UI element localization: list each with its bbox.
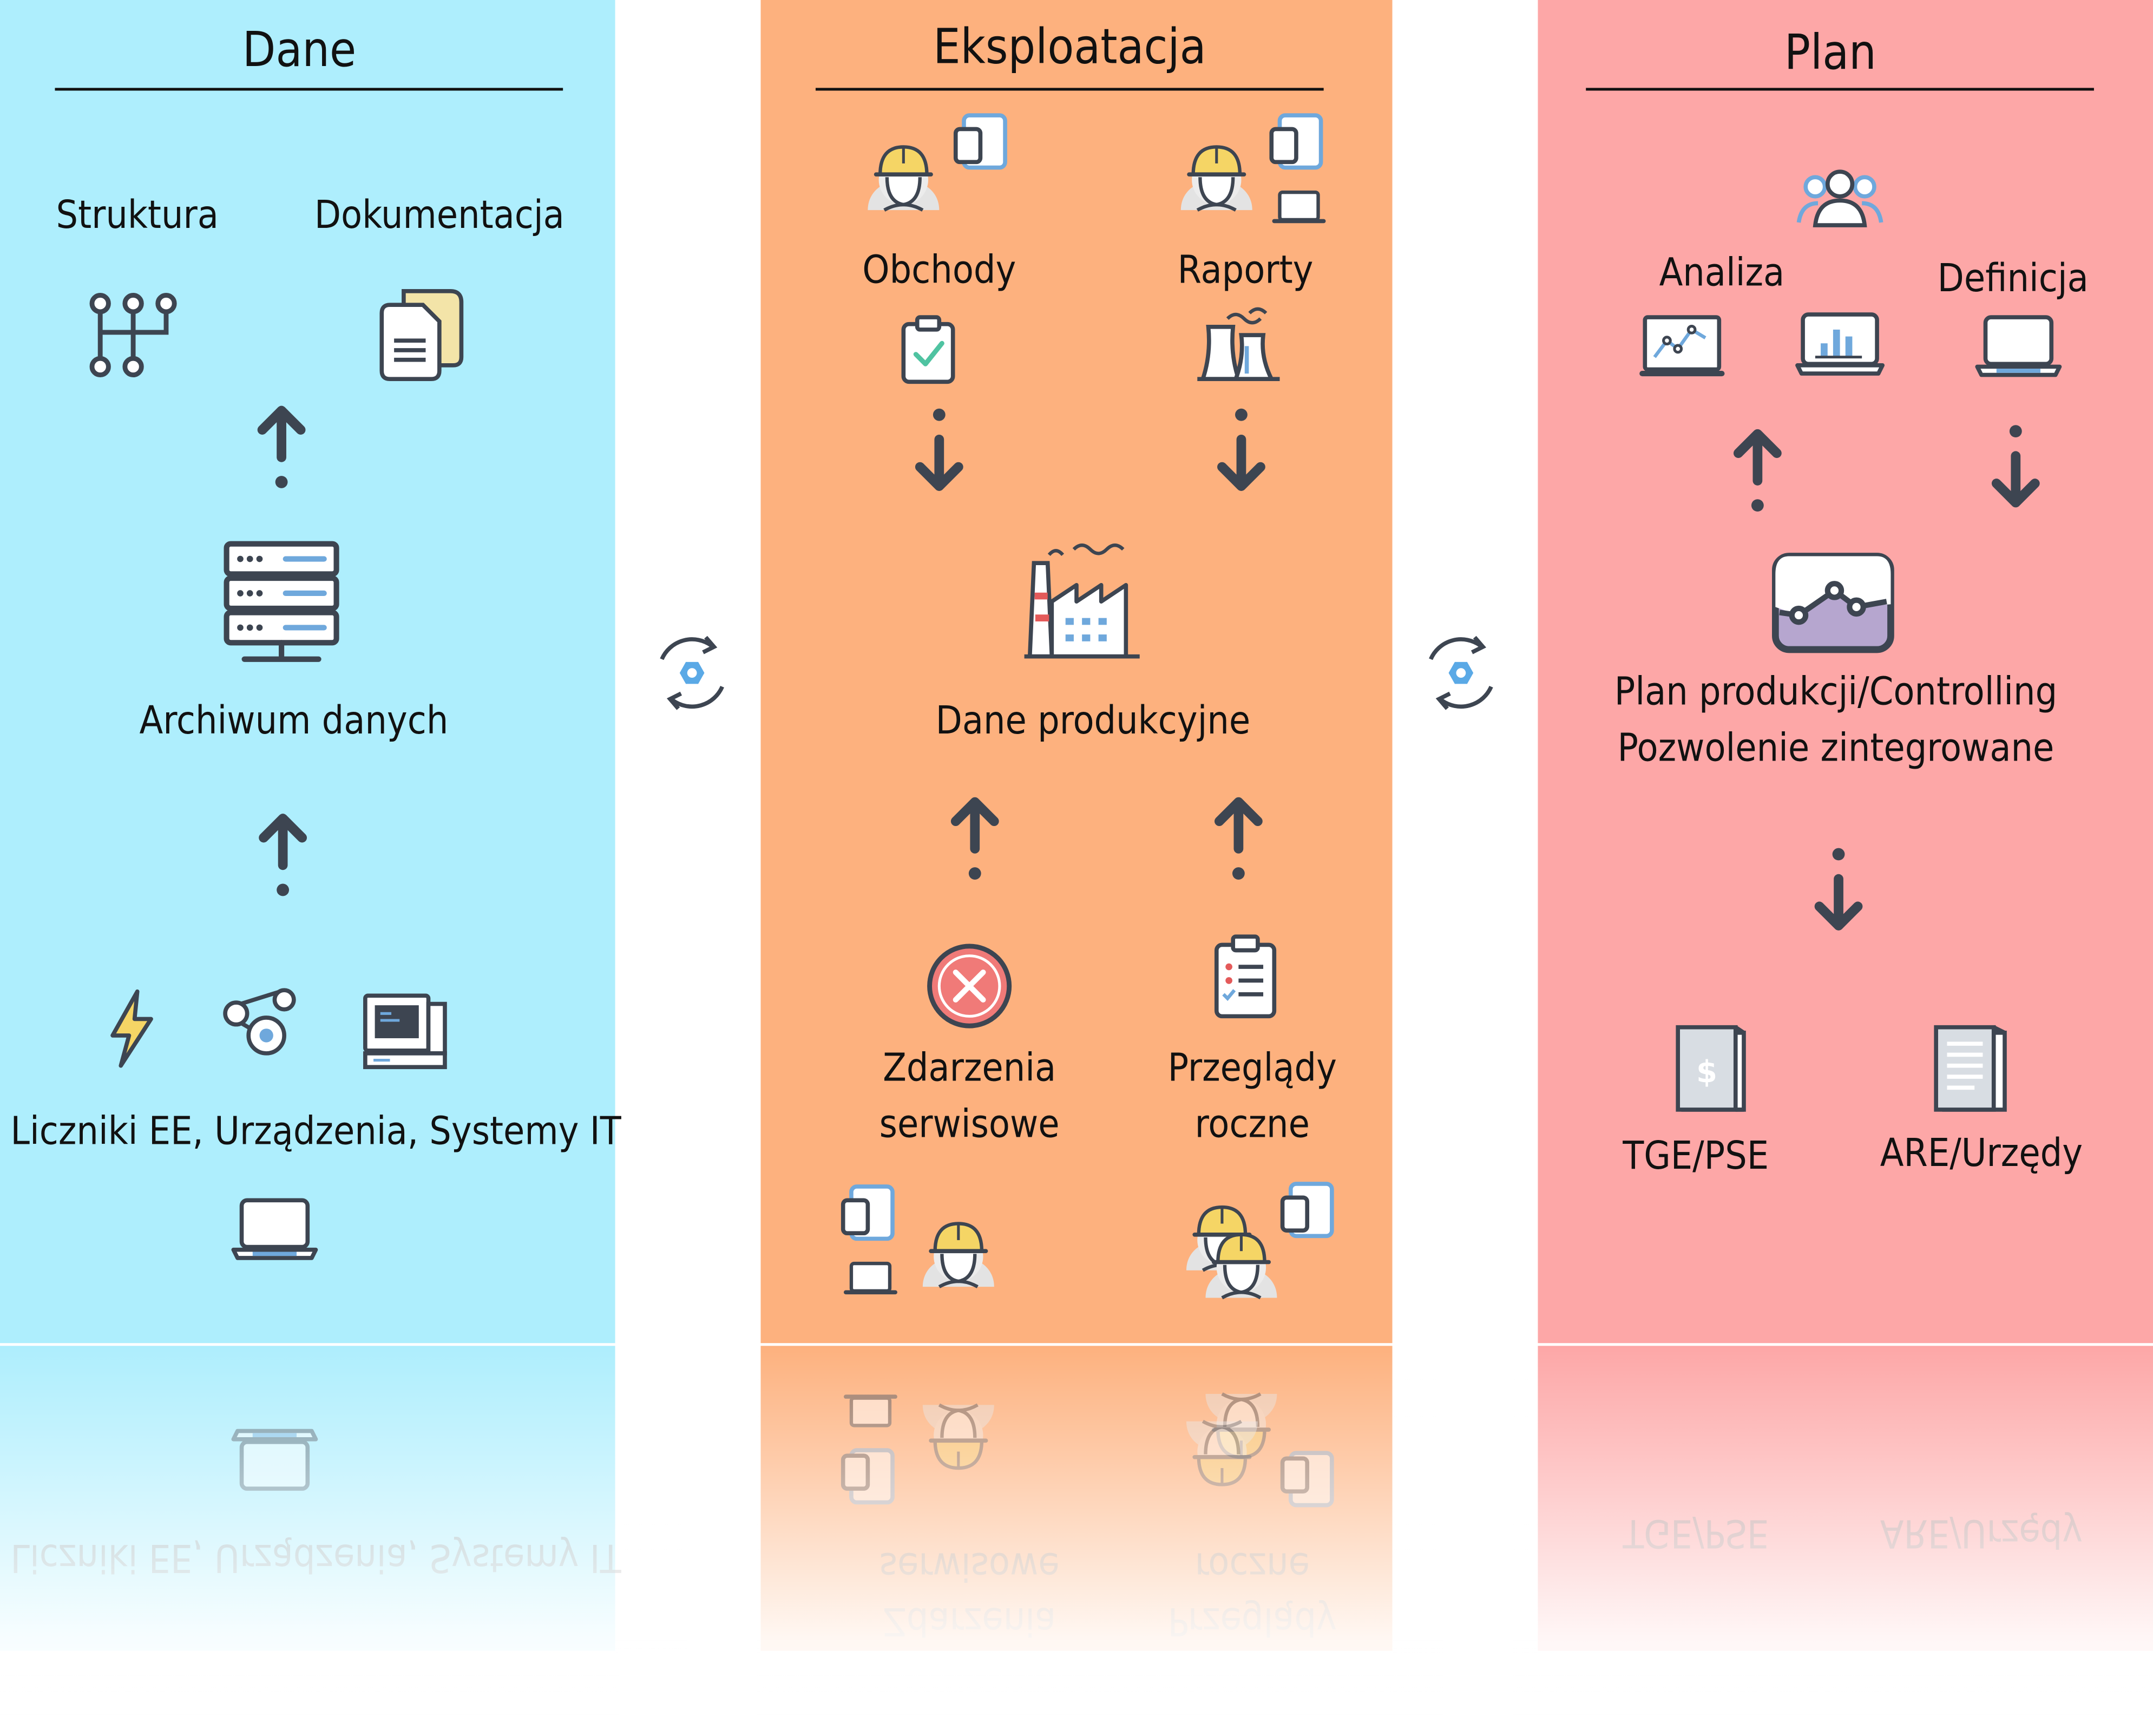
structure-label: Struktura bbox=[56, 192, 219, 238]
worker-helmet-icon bbox=[1203, 1225, 1279, 1310]
sources-label: Liczniki EE, Urządzenia, Systemy IT bbox=[10, 1108, 621, 1154]
sync-icon bbox=[1413, 625, 1509, 721]
eksploatacja-title: Eksploatacja bbox=[933, 21, 1206, 76]
tablet-icon bbox=[953, 113, 1008, 173]
dane-title-rule bbox=[55, 88, 563, 91]
invoice-icon: $ bbox=[1676, 1025, 1746, 1112]
tablet-icon bbox=[1279, 1447, 1334, 1508]
plan-title: Plan bbox=[1784, 26, 1876, 81]
sources-label-reflection: Liczniki EE, Urządzenia, Systemy IT bbox=[10, 1535, 621, 1581]
flow-arrow-icon bbox=[1988, 425, 2043, 513]
flow-arrow-icon bbox=[1811, 849, 1866, 936]
lightning-icon bbox=[110, 989, 153, 1068]
inspections-label: Przeglądy bbox=[1167, 1045, 1337, 1091]
service-label-reflection: Zdarzenia bbox=[883, 1599, 1056, 1644]
reports-label: Raporty bbox=[1177, 247, 1314, 293]
laptop-icon bbox=[843, 1258, 898, 1302]
worker-helmet-icon bbox=[920, 1393, 997, 1478]
chart-window-icon bbox=[1771, 553, 1894, 653]
service-label-reflection: serwisowe bbox=[879, 1543, 1060, 1589]
laptop-icon bbox=[231, 1423, 318, 1491]
tablet-icon bbox=[1279, 1181, 1334, 1242]
factory-icon bbox=[1024, 543, 1140, 659]
plan-label: Plan produkcji/Controlling bbox=[1614, 669, 2058, 715]
laptop-icon bbox=[231, 1197, 318, 1266]
line-chart-laptop-icon bbox=[1639, 315, 1725, 377]
tge-label-reflection: TGE/PSE bbox=[1623, 1510, 1769, 1556]
inspections-label-reflection: Przeglądy bbox=[1167, 1599, 1337, 1644]
sync-icon bbox=[644, 625, 740, 721]
plan-title-rule bbox=[1586, 88, 2094, 91]
flow-arrow-icon bbox=[1730, 429, 1785, 516]
laptop-icon bbox=[1974, 313, 2062, 384]
plan-label: Pozwolenie zintegrowane bbox=[1617, 725, 2054, 771]
production-label: Dane produkcyjne bbox=[935, 697, 1251, 743]
eksploatacja-title-rule bbox=[815, 88, 1324, 91]
service-label: serwisowe bbox=[879, 1101, 1060, 1147]
server-icon bbox=[224, 541, 339, 662]
rounds-label: Obchody bbox=[862, 247, 1016, 293]
dollar-glyph: $ bbox=[1696, 1054, 1717, 1090]
tablet-icon bbox=[1269, 113, 1323, 173]
computer-icon bbox=[363, 993, 447, 1070]
worker-helmet-icon bbox=[865, 137, 942, 222]
are-label-reflection: ARE/Urzędy bbox=[1880, 1510, 2083, 1556]
flow-arrow-icon bbox=[1214, 409, 1269, 497]
dane-column bbox=[0, 0, 615, 1344]
worker-helmet-icon bbox=[920, 1214, 997, 1299]
report-doc-icon bbox=[1934, 1025, 2007, 1112]
worker-helmet-icon bbox=[1184, 1409, 1261, 1494]
archive-label: Archiwum danych bbox=[139, 697, 449, 743]
inspections-label-reflection: roczne bbox=[1194, 1543, 1310, 1589]
checklist-icon bbox=[1214, 934, 1277, 1019]
laptop-icon bbox=[843, 1387, 898, 1431]
dane-title: Dane bbox=[242, 23, 357, 78]
are-label: ARE/Urzędy bbox=[1880, 1130, 2083, 1176]
documentation-label: Dokumentacja bbox=[314, 192, 564, 238]
flow-arrow-icon bbox=[1211, 796, 1266, 884]
inspections-label: roczne bbox=[1194, 1101, 1310, 1147]
laptop-icon bbox=[1271, 187, 1326, 231]
flow-arrow-icon bbox=[255, 813, 310, 901]
eksploatacja-column bbox=[760, 0, 1393, 1344]
flow-arrow-icon bbox=[948, 796, 1002, 884]
worker-helmet-icon bbox=[1178, 137, 1255, 222]
bar-chart-laptop-icon bbox=[1795, 312, 1885, 376]
service-label: Zdarzenia bbox=[883, 1045, 1056, 1091]
plan-reflection bbox=[1538, 1346, 2153, 1651]
definition-label: Definicja bbox=[1937, 255, 2089, 301]
flow-arrow-icon bbox=[912, 409, 967, 497]
belt-device-icon bbox=[223, 988, 296, 1056]
flow-arrow-icon bbox=[254, 405, 308, 493]
dane-reflection bbox=[0, 1346, 615, 1651]
tablet-icon bbox=[841, 1445, 895, 1505]
power-plant-icon bbox=[1197, 307, 1280, 382]
users-icon bbox=[1796, 169, 1883, 227]
tablet-icon bbox=[841, 1184, 895, 1244]
tge-label: TGE/PSE bbox=[1623, 1133, 1769, 1178]
gear-network-icon bbox=[89, 293, 177, 378]
error-icon bbox=[927, 944, 1012, 1029]
documents-icon bbox=[379, 289, 464, 382]
clipboard-check-icon bbox=[901, 315, 955, 384]
analysis-label: Analiza bbox=[1659, 250, 1785, 296]
